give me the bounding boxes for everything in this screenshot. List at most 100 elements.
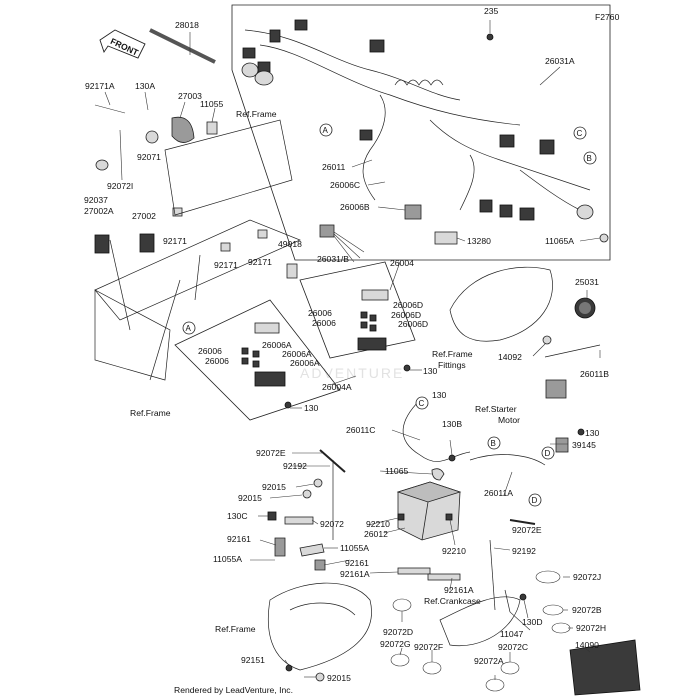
part-11055[interactable]: [206, 121, 218, 135]
label-130-left: 130: [304, 403, 319, 413]
part-26031B[interactable]: [319, 224, 365, 263]
part-92161A-2[interactable]: [427, 573, 461, 581]
label-14092: 14092: [498, 352, 522, 362]
label-26006-r2: 26006: [312, 318, 336, 328]
part-27003[interactable]: [171, 116, 195, 143]
label-28018: 28018: [175, 20, 199, 30]
label-11047: 11047: [500, 629, 523, 639]
label-26004: 26004: [390, 258, 414, 268]
part-14090[interactable]: [569, 639, 641, 696]
part-27002A[interactable]: [94, 234, 110, 254]
label-11055: 11055: [200, 99, 223, 109]
part-92161-2[interactable]: [314, 559, 326, 571]
part-28018[interactable]: [149, 28, 216, 64]
battery-26012[interactable]: [396, 481, 462, 541]
part-26011C[interactable]: [402, 399, 471, 462]
part-92072I[interactable]: [119, 129, 123, 181]
part-92192-2[interactable]: [489, 539, 496, 611]
starter-motor-relay: [545, 379, 567, 399]
part-26011B[interactable]: [544, 344, 601, 358]
label-92072F: 92072F: [414, 642, 443, 652]
part-92072B[interactable]: [542, 604, 564, 616]
label-26012: 26012: [364, 529, 388, 539]
label-92192-2: 92192: [512, 546, 536, 556]
part-92072A[interactable]: [485, 678, 505, 692]
label-92072J: 92072J: [573, 572, 601, 582]
label-ref-frame-bottom: Ref.Frame: [215, 624, 256, 634]
part-130-right[interactable]: [403, 364, 411, 372]
part-27002[interactable]: [139, 233, 155, 253]
part-26004A[interactable]: [254, 371, 286, 387]
relay-box-right: [299, 261, 416, 359]
part-39145[interactable]: [555, 437, 569, 453]
svg-text:D: D: [545, 449, 551, 458]
part-92015-1[interactable]: [313, 478, 323, 488]
part-92210-2[interactable]: [445, 513, 453, 521]
part-26004A-top[interactable]: [254, 322, 280, 334]
callout-A-2: A: [182, 321, 196, 335]
part-92072E-1[interactable]: [319, 449, 346, 473]
label-92171-a: 92171: [163, 236, 187, 246]
label-26006C: 26006C: [330, 180, 360, 190]
label-92015-1: 92015: [262, 482, 286, 492]
part-92171-3[interactable]: [257, 229, 268, 239]
part-92072H[interactable]: [551, 622, 571, 634]
part-26004-top[interactable]: [361, 289, 389, 301]
label-26006A-1: 26006A: [262, 340, 292, 350]
part-13280[interactable]: [434, 231, 458, 245]
part-92071[interactable]: [145, 130, 159, 144]
part-130D[interactable]: [519, 593, 527, 601]
label-130-right: 130: [423, 366, 438, 376]
part-92171-1[interactable]: [172, 207, 183, 217]
part-14092[interactable]: [542, 335, 552, 345]
part-235[interactable]: [486, 33, 494, 41]
part-92072J[interactable]: [535, 570, 561, 584]
part-11065A[interactable]: [599, 233, 609, 243]
part-11065[interactable]: [431, 468, 445, 481]
label-26006D-3: 26006D: [398, 319, 428, 329]
label-130-starter: 130: [585, 428, 600, 438]
part-92072F[interactable]: [422, 661, 442, 675]
part-92161A-1[interactable]: [397, 567, 431, 575]
label-26006A-2: 26006A: [282, 349, 312, 359]
label-26011A: 26011A: [484, 488, 513, 498]
part-92072G[interactable]: [390, 653, 410, 667]
part-130C[interactable]: [267, 511, 277, 521]
label-27002A: 27002A: [84, 206, 114, 216]
part-92072E-2[interactable]: [509, 519, 536, 525]
battery-tray: [267, 582, 372, 671]
part-92210-1[interactable]: [397, 513, 405, 521]
part-11055A[interactable]: [299, 543, 325, 557]
label-92015-2: 92015: [238, 493, 262, 503]
part-49018[interactable]: [286, 263, 298, 279]
main-harness-26031A[interactable]: [241, 19, 594, 221]
callout-B-1: B: [583, 151, 597, 165]
part-92015-3[interactable]: [315, 672, 325, 682]
part-92161-1[interactable]: [274, 537, 286, 557]
label-92072: 92072: [320, 519, 344, 529]
part-130-starter[interactable]: [577, 428, 585, 436]
frame-sketch: [94, 119, 301, 381]
part-92072D[interactable]: [392, 598, 412, 612]
label-92072C: 92072C: [498, 642, 528, 652]
part-92171-2[interactable]: [220, 242, 231, 252]
part-26011A[interactable]: [469, 454, 546, 466]
label-92072E-1: 92072E: [256, 448, 286, 458]
part-130B[interactable]: [448, 454, 456, 462]
part-92015-2[interactable]: [302, 489, 312, 499]
part-130-left[interactable]: [284, 401, 292, 409]
part-26004[interactable]: [357, 337, 387, 351]
label-92161A-2: 92161A: [444, 585, 474, 595]
part-11047[interactable]: [504, 589, 511, 613]
label-92171A: 92171A: [85, 81, 115, 91]
part-92072C[interactable]: [500, 661, 520, 675]
part-92151[interactable]: [285, 664, 293, 672]
label-26004A: 26004A: [322, 382, 352, 392]
callout-D-2: D: [528, 493, 542, 507]
label-92161-1: 92161: [227, 534, 251, 544]
label-92071: 92071: [137, 152, 161, 162]
label-26006-r1: 26006: [308, 308, 332, 318]
part-92072[interactable]: [284, 516, 314, 525]
part-92037[interactable]: [95, 159, 109, 171]
part-92171A[interactable]: [94, 104, 126, 114]
